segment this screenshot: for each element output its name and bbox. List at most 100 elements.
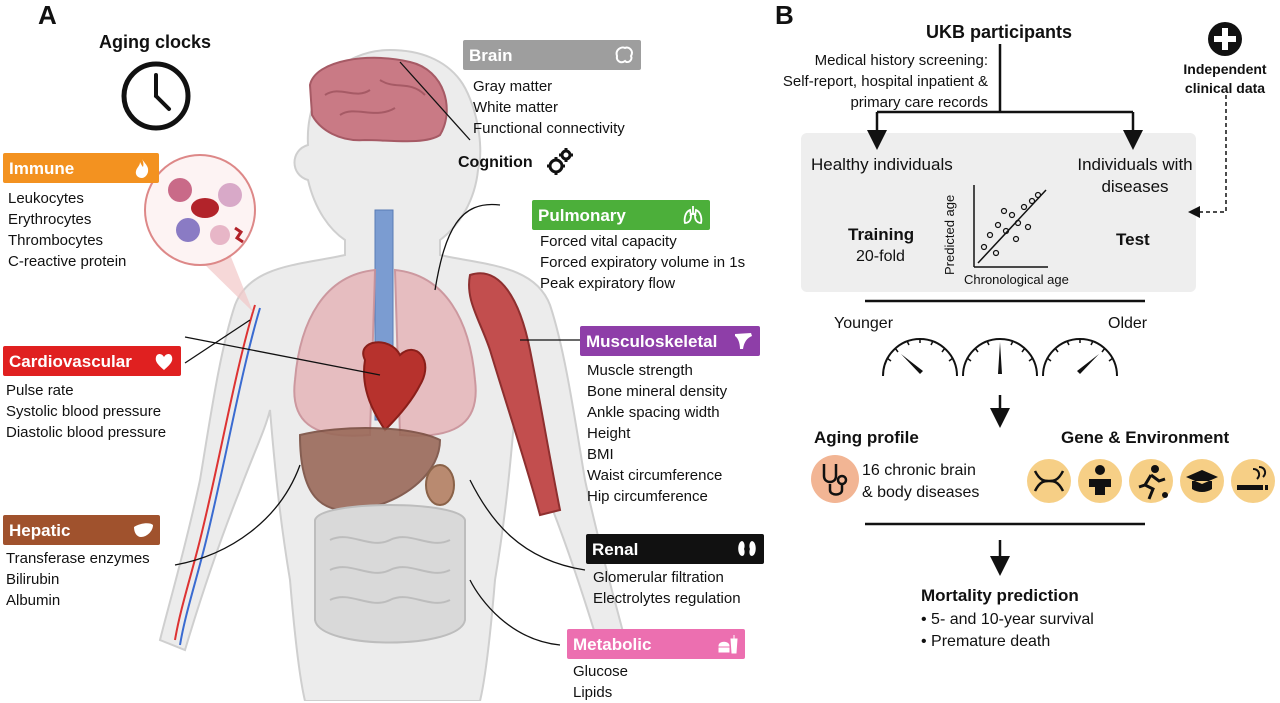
kidney-organ (425, 464, 455, 506)
gene-env-title: Gene & Environment (1061, 428, 1230, 447)
immune-items: Leukocytes Erythrocytes Thrombocytes C-r… (8, 188, 126, 272)
immune-item: Leukocytes (8, 190, 84, 207)
immune-title: Immune (9, 159, 75, 178)
mortality-item: • 5- and 10-year survival (921, 611, 1094, 628)
hepatic-item: Bilirubin (6, 571, 60, 588)
renal-item: Glomerular filtration (593, 569, 724, 586)
cardiovascular-item: Systolic blood pressure (6, 403, 162, 420)
immune-item: C-reactive protein (8, 253, 127, 270)
musculoskeletal-item: Ankle spacing width (587, 404, 720, 421)
younger-label: Younger (834, 315, 894, 332)
mortality-items: • 5- and 10-year survival • Premature de… (921, 609, 1094, 653)
liver-icon (134, 523, 153, 537)
metabolic-title: Metabolic (573, 635, 652, 654)
bone-icon (735, 333, 752, 349)
hepatic-items: Transferase enzymes Bilirubin Albumin (6, 548, 150, 611)
musculoskeletal-item: Waist circumference (587, 467, 723, 484)
arm-muscle (468, 272, 562, 517)
renal-item: Electrolytes regulation (593, 590, 741, 607)
musculoskeletal-label: Musculoskeletal (580, 326, 760, 356)
immune-label: Immune (3, 153, 159, 183)
heart-icon (155, 354, 173, 370)
flow-arrows (865, 44, 1227, 576)
clock-icon (121, 61, 191, 131)
panel-a-letter: A (38, 0, 57, 30)
gene-env-icons (1027, 459, 1275, 503)
graduation-cap-icon (1180, 459, 1224, 503)
brain-organ (308, 56, 448, 143)
cardiovascular-title: Cardiovascular (9, 352, 132, 371)
running-icon (1129, 459, 1173, 503)
musculoskeletal-item: Hip circumference (587, 488, 708, 505)
aging-profile-title: Aging profile (814, 428, 919, 447)
brain-icon (615, 46, 633, 64)
smoking-icon (1231, 459, 1275, 503)
liver-organ (298, 427, 442, 512)
cognition-label: Cognition (458, 154, 533, 171)
cardiovascular-items: Pulse rate Systolic blood pressure Diast… (6, 380, 166, 443)
heart-organ (362, 341, 427, 432)
hepatic-title: Hepatic (9, 521, 71, 540)
brain-item: Functional connectivity (473, 120, 625, 137)
flame-icon (135, 159, 149, 178)
musculoskeletal-item: Muscle strength (587, 362, 693, 379)
panel-a-connectors (174, 61, 586, 646)
gears-icon (547, 148, 573, 175)
gauge-younger (882, 338, 958, 377)
blood-cells-magnifier (144, 154, 256, 312)
screening-line: Medical history screening: (814, 52, 988, 69)
hepatic-item: Transferase enzymes (6, 550, 150, 567)
hepatic-item: Albumin (6, 592, 61, 609)
test-label: Test (1116, 230, 1150, 249)
metabolic-item: Glucose (573, 663, 629, 680)
brain-label: Brain (463, 40, 641, 70)
diseases-line: 16 chronic brain (862, 462, 976, 479)
individuals-with-diseases: Individuals with diseases (1060, 154, 1210, 198)
cardiovascular-item: Pulse rate (6, 382, 74, 399)
brain-title: Brain (469, 46, 513, 65)
mortality-item: • Premature death (921, 633, 1051, 650)
body-illustration (158, 48, 627, 701)
mortality-title: Mortality prediction (921, 586, 1079, 605)
diseased-line: diseases (1101, 177, 1169, 196)
screening-line: primary care records (850, 94, 988, 111)
pulmonary-items: Forced vital capacity Forced expiratory … (540, 231, 745, 294)
ukb-participants: UKB participants (926, 22, 1073, 42)
predicted-age-label: Predicted age (942, 195, 957, 275)
pulmonary-item: Forced vital capacity (540, 233, 677, 250)
cardiovascular-item: Diastolic blood pressure (6, 424, 167, 441)
arm-vessels (174, 304, 256, 641)
diseased-line: Individuals with (1077, 155, 1193, 174)
lungs-icon (683, 206, 703, 224)
chronic-diseases: 16 chronic brain & body diseases (862, 460, 979, 504)
fold-label: 20-fold (856, 248, 905, 265)
renal-title: Renal (592, 540, 639, 559)
musculoskeletal-item: Height (587, 425, 631, 442)
intestines (314, 504, 466, 644)
gauge-middle (962, 338, 1038, 377)
older-label: Older (1108, 315, 1148, 332)
fast-food-icon (718, 635, 738, 654)
brain-item: White matter (473, 99, 559, 116)
renal-label: Renal (586, 534, 764, 564)
chronological-age-label: Chronological age (964, 272, 1069, 287)
immune-item: Thrombocytes (8, 232, 104, 249)
musculoskeletal-items: Muscle strength Bone mineral density Ank… (587, 360, 727, 507)
metabolic-items: Glucose Lipids (573, 661, 628, 703)
independent-data: Independent clinical data (1160, 60, 1280, 98)
aging-clocks-title: Aging clocks (99, 32, 212, 52)
pulmonary-item: Peak expiratory flow (540, 275, 676, 292)
renal-items: Glomerular filtration Electrolytes regul… (593, 567, 741, 609)
screening-line: Self-report, hospital inpatient & (782, 73, 988, 90)
pulmonary-item: Forced expiratory volume in 1s (540, 254, 746, 271)
brain-item: Gray matter (473, 78, 553, 95)
age-gauges (882, 338, 1118, 377)
pulmonary-label: Pulmonary (532, 200, 710, 230)
independent-line: clinical data (1184, 80, 1266, 96)
independent-line: Independent (1183, 61, 1267, 77)
gauge-older (1042, 338, 1118, 377)
pulmonary-title: Pulmonary (538, 206, 626, 225)
musculoskeletal-item: BMI (587, 446, 614, 463)
screening-text: Medical history screening: Self-report, … (700, 50, 988, 113)
panel-b-letter: B (775, 0, 794, 30)
